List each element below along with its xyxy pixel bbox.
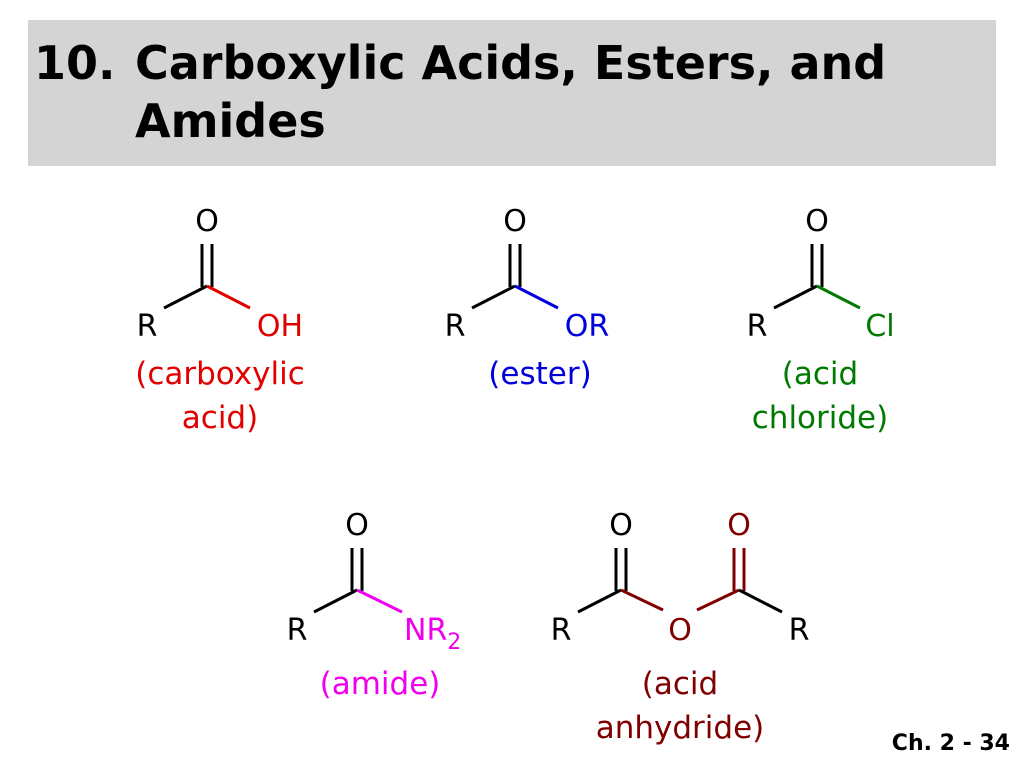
caption-line: (acid <box>781 356 859 392</box>
carboxylic-acid-caption: (carboxylic acid) <box>105 352 335 440</box>
acid-anhydride-structure: O O R O R <box>551 508 810 648</box>
caption-line: acid) <box>181 400 259 436</box>
caption-line: chloride) <box>751 400 889 436</box>
ester-structure: O R OR <box>445 204 610 344</box>
title-number: 10. <box>34 36 116 90</box>
bond-o-c-bridge <box>696 588 740 612</box>
bond-c-or <box>514 284 559 310</box>
acid-chloride-structure: O R Cl <box>747 204 895 344</box>
slide-number: Ch. 2 - 34 <box>891 731 1010 756</box>
bond-c-o-bridge <box>620 588 664 612</box>
bond-r-c <box>313 588 358 614</box>
atom-r: R <box>551 613 572 648</box>
atom-r: R <box>287 613 308 648</box>
caption-line: (carboxylic <box>135 356 305 392</box>
atom-o-bridge: O <box>668 613 692 648</box>
caption-line: anhydride) <box>595 710 765 746</box>
bond-r-c <box>577 588 622 614</box>
bond-r-c <box>163 284 208 310</box>
bond-c-oh <box>206 284 251 310</box>
bond-r-c <box>471 284 516 310</box>
atom-o: O <box>195 204 219 239</box>
caption-line: (amide) <box>319 666 441 702</box>
atom-o: O <box>345 508 369 543</box>
title-bar: 10. Carboxylic Acids, Esters, and Amides <box>28 20 996 166</box>
caption-line: (acid <box>641 666 719 702</box>
atom-o: O <box>805 204 829 239</box>
bond-c-r <box>738 588 783 614</box>
atom-o: O <box>503 204 527 239</box>
atom-nr2: NR2 <box>404 613 461 655</box>
acid-anhydride-caption: (acid anhydride) <box>570 662 790 750</box>
caption-line: (ester) <box>488 356 592 392</box>
atom-nr: NR <box>404 613 447 648</box>
amide-structure: O R NR2 <box>287 508 462 655</box>
atom-r: R <box>137 309 158 344</box>
atom-or: OR <box>565 309 609 344</box>
amide-caption: (amide) <box>285 662 475 706</box>
atom-cl: Cl <box>865 309 894 344</box>
atom-o: O <box>727 508 751 543</box>
atom-r: R <box>445 309 466 344</box>
bond-c-n <box>356 588 403 614</box>
carboxylic-acid-structure: O R OH <box>137 204 304 344</box>
bond-r-c <box>773 284 818 310</box>
atom-r: R <box>747 309 768 344</box>
acid-chloride-caption: (acid chloride) <box>715 352 925 440</box>
slide-title: Carboxylic Acids, Esters, and Amides <box>135 36 887 148</box>
atom-o: O <box>609 508 633 543</box>
atom-nr-subscript: 2 <box>447 630 461 655</box>
atom-oh: OH <box>257 309 303 344</box>
atom-r: R <box>789 613 810 648</box>
bond-c-cl <box>816 284 861 310</box>
ester-caption: (ester) <box>440 352 640 396</box>
